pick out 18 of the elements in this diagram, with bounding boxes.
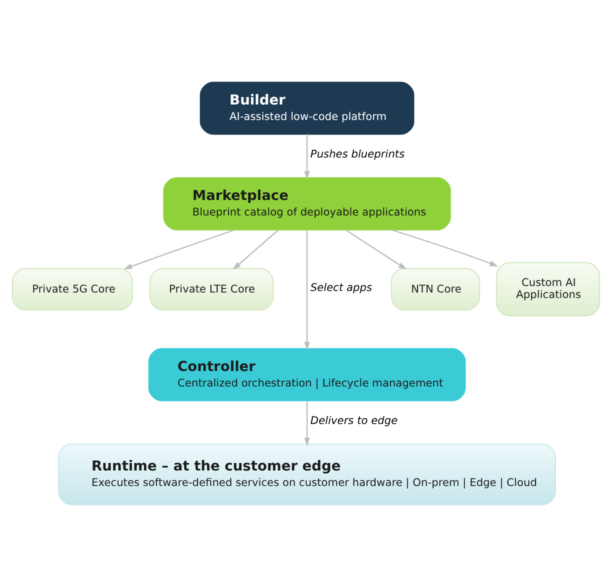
arrow — [232, 228, 279, 270]
node-box: Controller Centralized orchestration | Lifecycle management — [148, 348, 466, 401]
node-box: Builder AI-assisted low-code platform — [200, 81, 414, 134]
node-box: Runtime – at the customer edge Executes software-defined services on customer hardware | On-prem | Edge | Cloud — [58, 443, 556, 505]
arrow — [304, 400, 310, 446]
arrow — [124, 228, 235, 269]
node-box: Private LTE Core — [149, 268, 274, 310]
arrow — [304, 230, 310, 350]
edge-label: Delivers to edge — [310, 414, 398, 427]
edge-label: Select apps — [310, 280, 372, 294]
edge-label: Pushes blueprints — [310, 147, 405, 160]
arrow — [345, 228, 407, 270]
arrow — [391, 228, 498, 266]
node-box: Marketplace Blueprint catalog of deployable applications — [163, 176, 451, 230]
arrow — [304, 134, 310, 180]
node-box: Custom AI Applications — [496, 262, 600, 316]
node-box: NTN Core — [390, 268, 480, 310]
node-box: Private 5G Core — [12, 268, 133, 310]
